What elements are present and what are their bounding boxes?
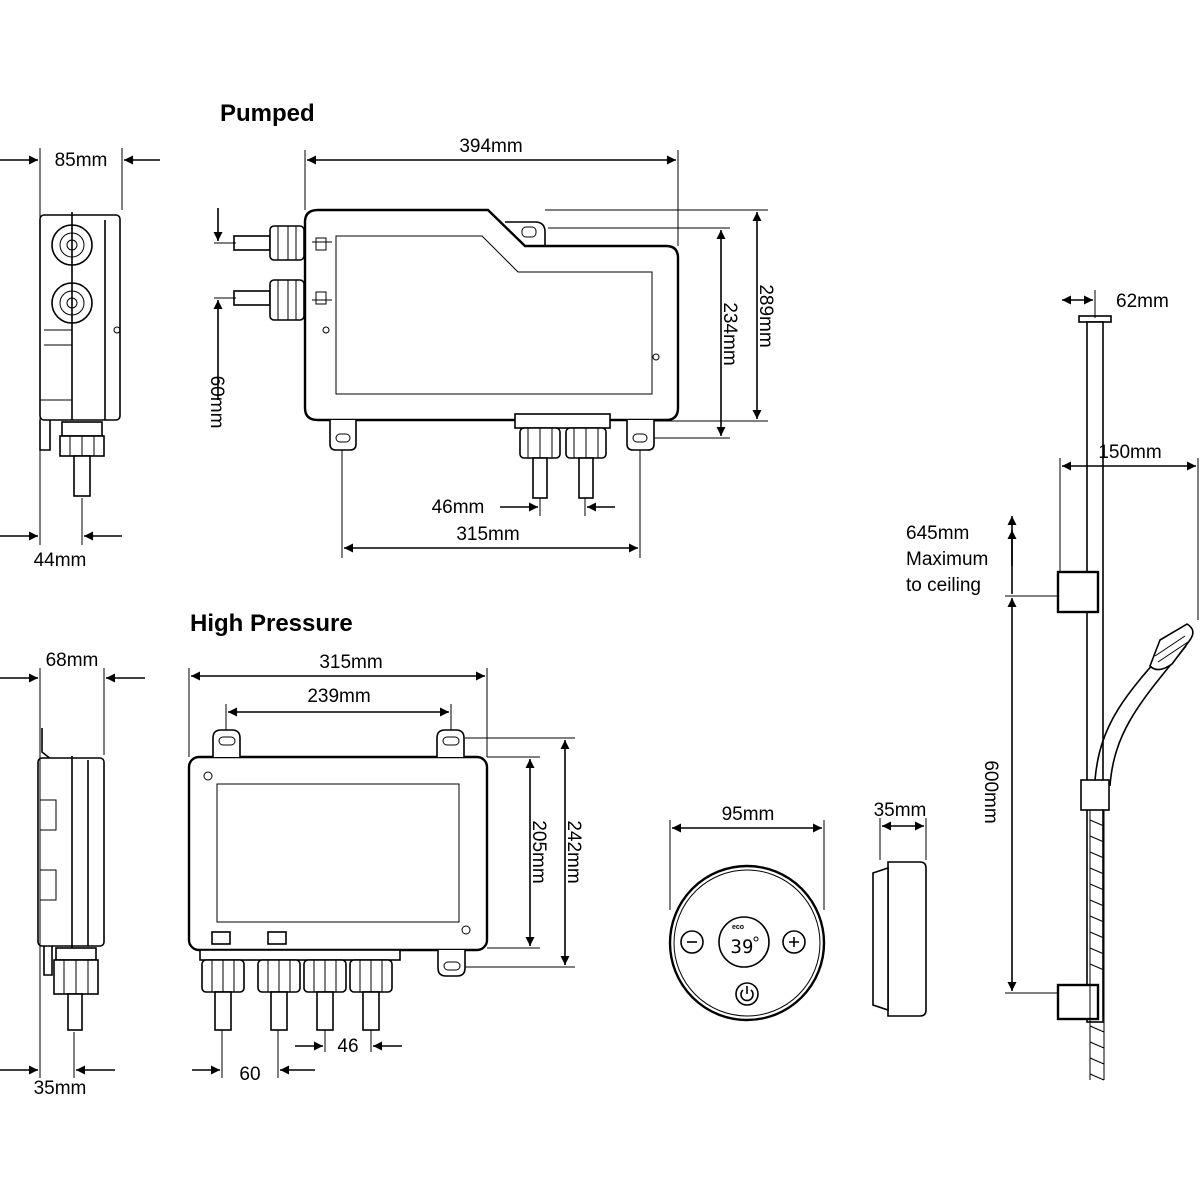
- riser-width-label: 150mm: [1098, 442, 1161, 463]
- riser-ceiling-line2: Maximum: [906, 549, 988, 570]
- riser-length-label: 600mm: [980, 760, 1001, 823]
- high-pressure-section: High Pressure 68mm 35mm: [0, 610, 584, 1099]
- high-pressure-outlet-first-label: 60: [239, 1064, 260, 1085]
- pumped-height-inner-label: 234mm: [719, 302, 740, 365]
- high-pressure-bracket-spacing-label: 239mm: [307, 686, 370, 707]
- pumped-width-label: 394mm: [459, 136, 522, 157]
- temperature-display: 39: [731, 936, 754, 958]
- controller-section: eco 39 95mm 35: [668, 800, 927, 1022]
- high-pressure-outlet-spacing-label: 46: [337, 1036, 358, 1057]
- riser-ceiling-line1: 645mm: [906, 523, 969, 544]
- pumped-side-depth-label: 85mm: [55, 150, 108, 171]
- controller-side: [872, 861, 927, 1017]
- controller-depth-label: 35mm: [874, 800, 927, 821]
- high-pressure-front-view: [187, 729, 489, 1031]
- controller-front: eco 39: [668, 864, 826, 1022]
- eco-label: eco: [732, 924, 744, 931]
- high-pressure-side-depth-label: 68mm: [46, 650, 99, 671]
- riser-ceiling-line3: to ceiling: [906, 575, 981, 596]
- pumped-front-view: [233, 208, 680, 499]
- pumped-side-outlet-label: 44mm: [34, 550, 87, 571]
- pumped-height-outer-label: 289mm: [755, 284, 776, 347]
- plus-button[interactable]: [782, 930, 806, 954]
- pumped-outlet-spacing-label: 46mm: [432, 497, 485, 518]
- plus-icon: [789, 937, 799, 947]
- riser-offset-label: 62mm: [1116, 291, 1169, 312]
- high-pressure-side-outlet-label: 35mm: [34, 1078, 87, 1099]
- minus-button[interactable]: [680, 930, 704, 954]
- power-button[interactable]: [735, 982, 759, 1006]
- pumped-feet-spacing-label: 315mm: [456, 524, 519, 545]
- pumped-title: Pumped: [220, 100, 315, 127]
- high-pressure-title: High Pressure: [190, 610, 353, 637]
- high-pressure-side-view: [37, 728, 105, 1031]
- high-pressure-height-inner-label: 205mm: [528, 820, 549, 883]
- controller-diameter-label: 95mm: [722, 804, 775, 825]
- pumped-section: Pumped 85mm 44mm: [0, 100, 776, 571]
- power-icon: [740, 989, 754, 1002]
- pumped-inlet-spacing-label: 60mm: [206, 376, 227, 429]
- high-pressure-width-label: 315mm: [319, 652, 382, 673]
- riser-rail: [1056, 315, 1194, 1081]
- pumped-side-view: [39, 212, 121, 497]
- high-pressure-height-outer-label: 242mm: [563, 820, 584, 883]
- riser-section: 150mm 62mm 645mm Maximum to ceiling 600m…: [906, 290, 1199, 1081]
